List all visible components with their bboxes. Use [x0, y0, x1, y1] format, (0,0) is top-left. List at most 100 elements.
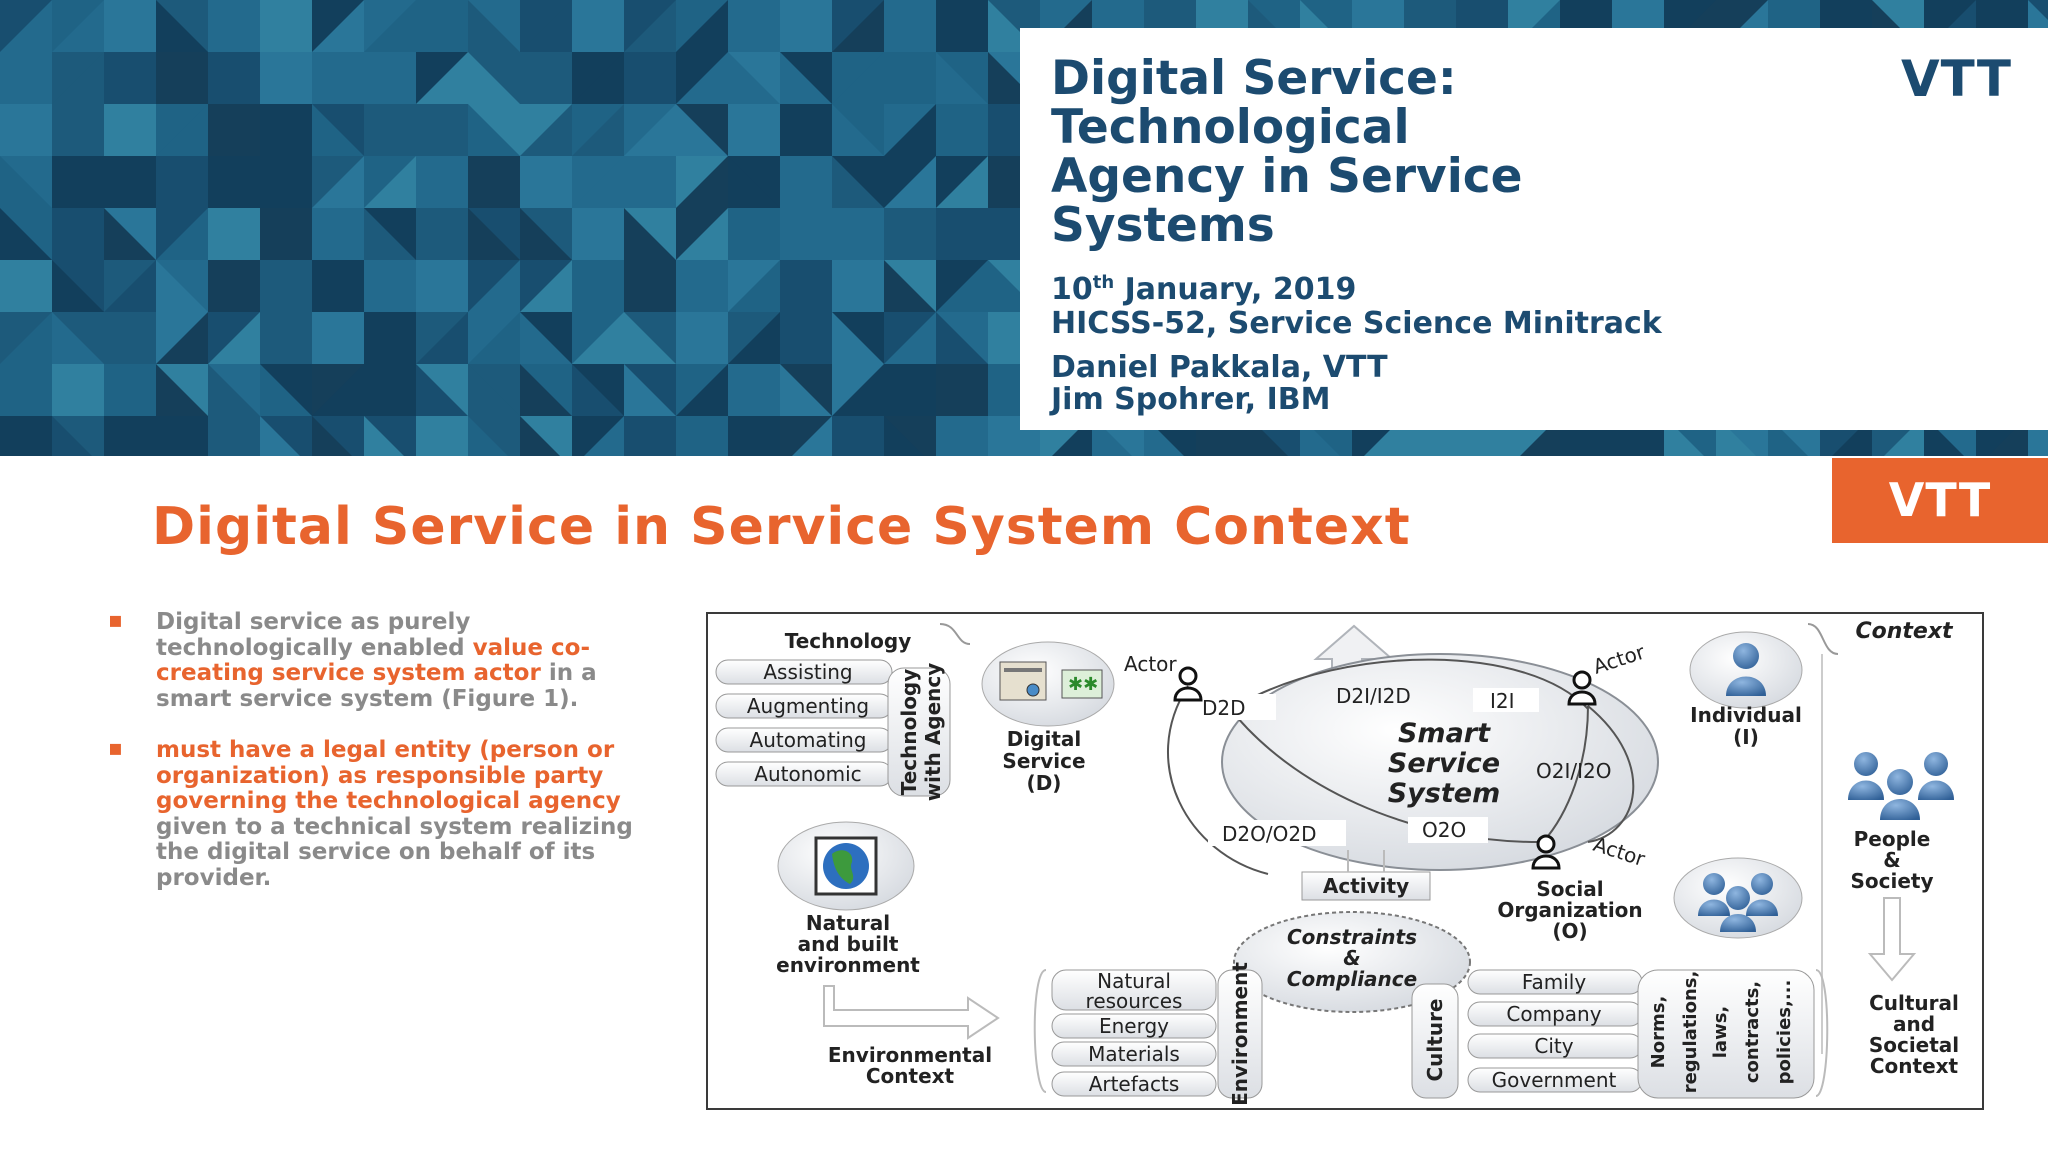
mosaic-tile: [0, 364, 52, 416]
actor-label: Actor: [1124, 652, 1177, 676]
mosaic-triangle: [416, 364, 468, 416]
mosaic-tile: [416, 104, 468, 156]
title-slide-banner: Digital Service: Technological Agency in…: [0, 0, 2048, 456]
mosaic-tile: [0, 416, 52, 456]
center-label: System: [1388, 778, 1500, 809]
mosaic-tile: [312, 52, 364, 104]
mosaic-tile: [780, 208, 832, 260]
people-society-label: People: [1854, 827, 1931, 851]
mosaic-tile: [260, 312, 312, 364]
actor-label: Actor: [1590, 639, 1648, 678]
mosaic-triangle: [572, 364, 624, 416]
actor-icon: [1567, 670, 1597, 706]
env-pill: [1051, 1013, 1217, 1039]
mosaic-tile: [572, 260, 624, 312]
mosaic-tile: [468, 156, 520, 208]
mosaic-triangle: [520, 416, 560, 456]
mosaic-tile: [936, 104, 988, 156]
activity-box: [1301, 871, 1431, 901]
norms-label: contracts,: [1742, 981, 1763, 1083]
cultural-context-label: and: [1893, 1012, 1935, 1036]
mosaic-tile: [52, 208, 104, 260]
mosaic-tile: [364, 364, 416, 416]
mosaic-triangle: [156, 104, 208, 156]
mosaic-tile: [104, 416, 156, 456]
env-item-natural-resources: resources: [1086, 989, 1183, 1013]
mosaic-tile: [364, 260, 416, 312]
globe-icon: [814, 836, 878, 896]
mosaic-triangle: [832, 104, 884, 156]
mosaic-triangle: [884, 312, 936, 364]
mosaic-triangle: [832, 312, 884, 364]
mosaic-tile: [104, 0, 156, 52]
cultural-context-label: Context: [1870, 1054, 1959, 1078]
individual-node: [1689, 631, 1803, 709]
environmental-arrow: [823, 985, 1000, 1040]
mosaic-tile: [572, 208, 624, 260]
mosaic-triangle: [52, 312, 104, 364]
technology-agency-label: Technology: [897, 669, 921, 796]
mosaic-triangle: [468, 52, 520, 104]
mosaic-triangle: [572, 416, 624, 456]
norms-label: regulations,: [1680, 971, 1701, 1094]
mosaic-triangle: [52, 416, 104, 456]
digital-service-label: Service: [1002, 749, 1085, 773]
mosaic-tile: [208, 260, 260, 312]
individual-label: (I): [1733, 725, 1759, 749]
mosaic-triangle: [676, 0, 728, 52]
environment-label: Environment: [1228, 962, 1252, 1106]
presentation-title: Digital Service: Technological Agency in…: [1051, 54, 1811, 250]
mosaic-tile: [416, 260, 468, 312]
presentation-date: 10th January, 2019: [1051, 272, 1356, 307]
mosaic-tile: [624, 416, 676, 456]
bullet-item: ▪ Digital service as purely technologica…: [108, 608, 668, 712]
technology-items: Assisting Augmenting Automating Autonomi…: [715, 659, 893, 787]
mosaic-triangle: [572, 52, 624, 104]
mosaic-tile: [0, 260, 52, 312]
mosaic-tile: [312, 260, 364, 312]
mosaic-tile: [884, 0, 936, 52]
people-society-label: Society: [1850, 869, 1933, 893]
center-label: Service: [1388, 748, 1500, 779]
mosaic-tile: [156, 156, 208, 208]
mosaic-tile: [260, 0, 312, 52]
mosaic-triangle: [156, 260, 208, 312]
sphere-arc: [1227, 705, 1547, 844]
mosaic-triangle: [416, 312, 468, 364]
mosaic-tile: [728, 416, 780, 456]
mosaic-triangle: [792, 416, 832, 456]
mosaic-triangle: [312, 416, 352, 456]
interaction-o2i: O2I/I2O: [1536, 759, 1611, 783]
interaction-d2d: D2D: [1202, 696, 1246, 720]
mosaic-tile: [832, 416, 884, 456]
mosaic-tile: [0, 52, 52, 104]
mosaic-tile: [208, 416, 260, 456]
bracket-line: [1815, 969, 1829, 1097]
culture-item-government: Government: [1492, 1068, 1617, 1092]
mosaic-triangle: [52, 52, 104, 104]
interaction-label-bg: [1473, 688, 1539, 712]
mosaic-triangle: [728, 52, 780, 104]
bullet-highlight: value co-creating service system actor: [156, 634, 591, 686]
mosaic-triangle: [364, 156, 416, 208]
author-1: Daniel Pakkala, VTT: [1051, 350, 1388, 385]
title-line: Systems: [1051, 198, 1275, 253]
mosaic-triangle: [572, 156, 624, 208]
mosaic-tile: [728, 104, 780, 156]
mosaic-tile: [624, 156, 676, 208]
mosaic-tile: [832, 260, 884, 312]
culture-item-family: Family: [1522, 970, 1587, 994]
mosaic-triangle: [468, 104, 520, 156]
activity-label: Activity: [1323, 874, 1409, 898]
mosaic-triangle: [52, 0, 104, 52]
mosaic-tile: [728, 0, 780, 52]
title-card: Digital Service: Technological Agency in…: [1020, 28, 2048, 430]
digital-service-label: Digital: [1007, 727, 1082, 751]
title-line: Digital Service:: [1051, 51, 1457, 106]
mosaic-tile: [52, 364, 104, 416]
mosaic-tile: [0, 104, 52, 156]
mosaic-triangle: [728, 260, 780, 312]
people-society-label: &: [1883, 848, 1900, 872]
mosaic-triangle: [676, 208, 728, 260]
mosaic-triangle: [0, 0, 52, 52]
